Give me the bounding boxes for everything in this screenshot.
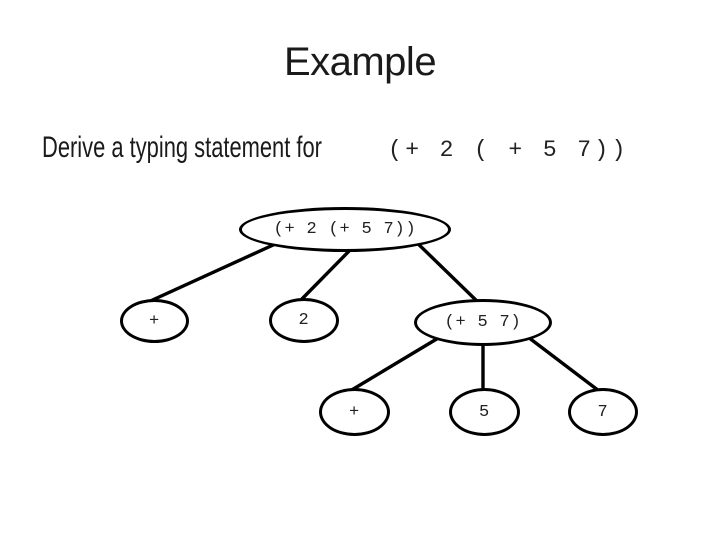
tree-node-seven-label: 7 — [597, 402, 609, 422]
body-expression: (+ 2 ( + 5 7)) — [388, 137, 629, 163]
tree-node-plus-left: + — [120, 299, 189, 343]
edge-subexpr-to-plus — [343, 329, 452, 396]
tree-node-five-label: 5 — [478, 402, 490, 422]
tree-node-subexpr: (+ 5 7) — [414, 299, 552, 346]
tree-node-subexpr-label: (+ 5 7) — [444, 313, 522, 332]
body-text: Derive a typing statement for — [42, 131, 322, 164]
edge-subexpr-to-seven — [518, 329, 609, 399]
edge-root-to-plus — [133, 233, 297, 310]
tree-node-five: 5 — [449, 388, 520, 436]
tree-node-plus-inner-label: + — [348, 402, 360, 422]
tree-node-plus-left-label: + — [148, 311, 160, 331]
tree-node-root: (+ 2 (+ 5 7)) — [239, 207, 451, 252]
tree-node-two-label: 2 — [298, 311, 310, 330]
slide-title: Example — [283, 40, 437, 84]
tree-node-seven: 7 — [568, 388, 638, 436]
edge-root-to-two — [296, 243, 357, 305]
tree-node-two: 2 — [269, 298, 339, 343]
edge-root-to-subexpr — [408, 234, 483, 307]
tree-node-plus-inner: + — [319, 388, 390, 436]
tree-node-root-label: (+ 2 (+ 5 7)) — [273, 220, 417, 239]
